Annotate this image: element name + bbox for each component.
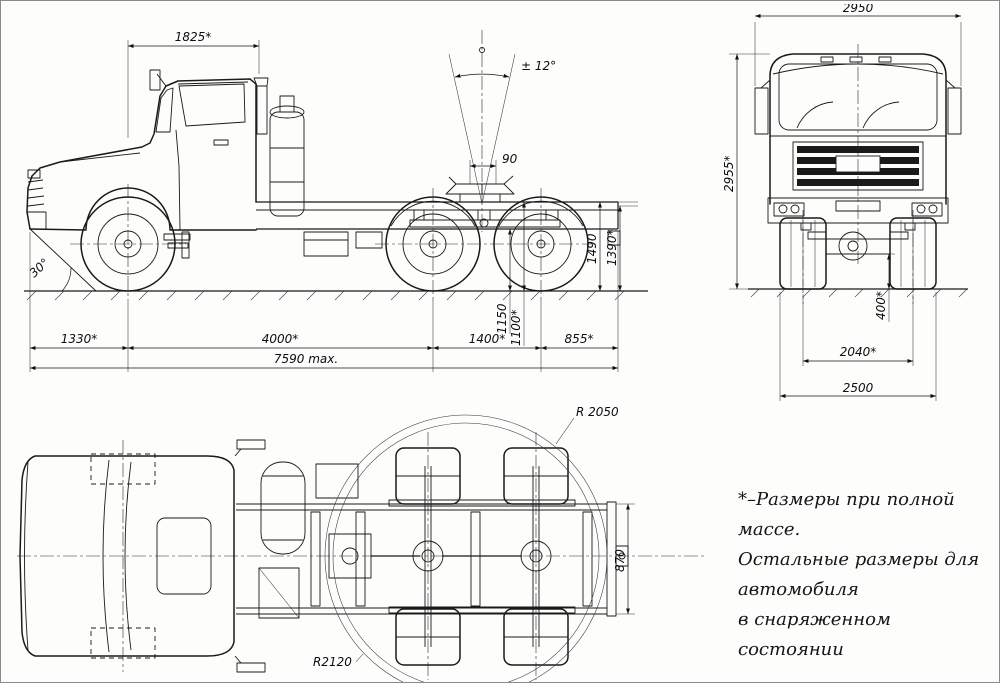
dim-front-overhang: 1330* xyxy=(61,332,98,346)
dim-overall-height: 2955* xyxy=(722,155,736,192)
dim-wheelbase: 4000* xyxy=(262,332,299,346)
dim-approach-angle: 30° xyxy=(27,256,52,281)
dim-bogie-base: 1400* xyxy=(469,332,506,346)
dim-kingpin: 90 xyxy=(502,152,518,166)
note-line-2: Остальные размеры для автомобиля xyxy=(738,549,980,600)
note-line-1: *–Размеры при полной массе. xyxy=(738,489,955,540)
dim-height-frame: 1390* xyxy=(605,229,619,266)
dim-rear-overhang: 855* xyxy=(565,332,594,346)
dim-width-over-tyres: 2500 xyxy=(843,381,874,395)
footnote: *–Размеры при полной массе. Остальные ра… xyxy=(738,485,993,665)
top-view-drawing: R 2050 R2120 870 xyxy=(17,405,706,682)
dim-tilt-angle: ± 12° xyxy=(521,59,556,73)
dim-overall-width: 2950 xyxy=(843,4,874,15)
side-dimensions: ± 12° 90 1825* 1490 1390* 1150 1100* xyxy=(27,30,638,372)
side-ground xyxy=(24,290,648,301)
dim-ground-clearance: 400* xyxy=(874,291,888,320)
dim-saddle-b: 1100* xyxy=(509,309,523,346)
dim-saddle-a: 1150 xyxy=(495,303,509,334)
dim-track: 2040* xyxy=(840,345,877,359)
side-truck-body xyxy=(26,69,621,259)
dim-frame-width: 870 xyxy=(613,549,627,572)
top-truck-body xyxy=(17,432,706,680)
top-dimensions: R 2050 R2120 870 xyxy=(313,405,635,682)
front-view-drawing: 2950 2955* 400* 2040* 2500 xyxy=(722,4,968,401)
dim-height-laden: 1490 xyxy=(585,233,599,264)
front-truck-body xyxy=(748,44,968,304)
side-wheels xyxy=(70,30,599,300)
dim-cab-length: 1825* xyxy=(175,30,212,44)
dim-turn-radius-kerb: R2120 xyxy=(313,655,352,669)
note-line-3: в снаряженном состоянии xyxy=(738,609,891,660)
front-dimensions: 2950 2955* 400* 2040* 2500 xyxy=(722,4,962,401)
dim-turn-radius-outer: R 2050 xyxy=(576,405,619,419)
side-view-drawing: ± 12° 90 1825* 1490 1390* 1150 1100* xyxy=(24,30,648,372)
dim-overall-length: 7590 max. xyxy=(274,352,338,366)
